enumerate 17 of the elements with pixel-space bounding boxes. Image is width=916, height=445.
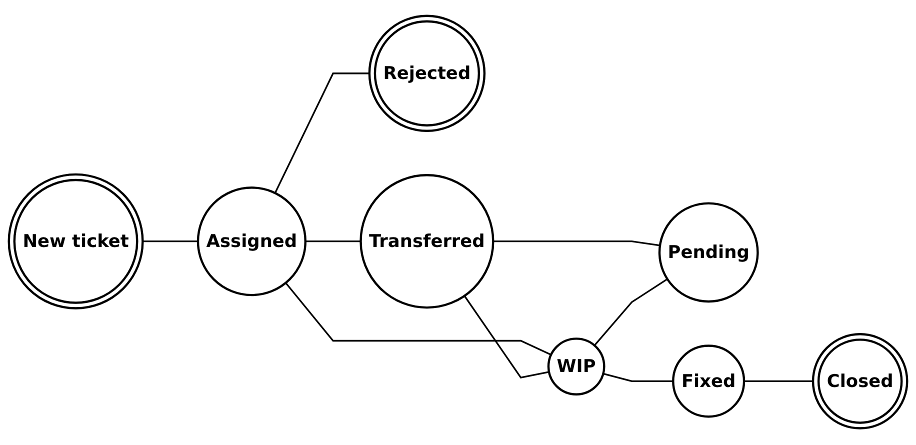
connector	[603, 373, 674, 382]
connector	[274, 72, 370, 194]
node-circle: WIP	[547, 338, 606, 396]
connector	[493, 240, 660, 247]
node-circle: Transferred	[360, 174, 494, 310]
connector	[305, 240, 361, 243]
node-circle: Assigned	[196, 186, 307, 297]
node-circle: Rejected	[368, 15, 486, 132]
node-circle: Closed	[812, 334, 908, 430]
node-circle: Pending	[658, 202, 759, 304]
connector	[285, 282, 552, 356]
node-circle: New ticket	[8, 174, 144, 310]
connector	[464, 296, 550, 379]
connector	[142, 240, 198, 243]
connector	[744, 380, 814, 382]
connector	[594, 278, 668, 346]
node-circle: Fixed	[672, 345, 746, 418]
